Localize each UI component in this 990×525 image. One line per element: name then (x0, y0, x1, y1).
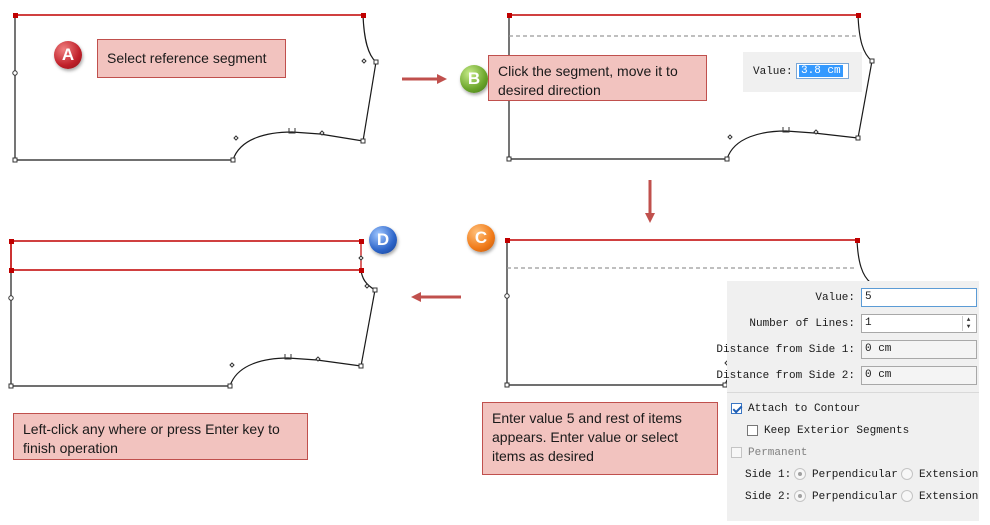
value-field-label: Value: (815, 292, 855, 304)
callout-step-a: Select reference segment (97, 39, 286, 78)
step-c-badge: C (467, 224, 495, 252)
step-b-badge: B (460, 65, 488, 93)
spin-down-icon: ▼ (966, 323, 971, 330)
side1-distance-label: Distance from Side 1: (716, 344, 855, 356)
side2-row-label: Side 2: (745, 491, 792, 503)
keep-exterior-segments-checkbox[interactable] (747, 425, 758, 436)
lines-field[interactable]: 1 ▲▼ (861, 314, 977, 333)
callout-step-c: Enter value 5 and rest of items appears.… (482, 402, 718, 475)
value-input[interactable]: 3.8 cm (796, 63, 849, 79)
keep-exterior-segments-label: Keep Exterior Segments (764, 425, 910, 437)
side2-distance-field[interactable]: 0 cm (861, 366, 977, 385)
attach-to-contour-label: Attach to Contour (748, 403, 861, 415)
permanent-checkbox[interactable] (731, 447, 742, 458)
callout-step-b: Click the segment, move it to desired di… (488, 55, 707, 101)
side2-perpendicular-radio[interactable] (794, 490, 806, 502)
side1-extension-radio[interactable] (901, 468, 913, 480)
side1-perpendicular-label: Perpendicular (812, 469, 898, 481)
side1-extension-label: Extension (919, 469, 979, 481)
pattern-piece-d (10, 240, 376, 387)
side1-distance-field[interactable]: 0 cm (861, 340, 977, 359)
properties-panel: Value: 5 Number of Lines: 1 ▲▼ Distance … (716, 281, 979, 521)
pattern-piece-a (14, 14, 377, 161)
value-field[interactable]: 5 (861, 288, 977, 307)
nodes-d (8, 239, 378, 389)
spin-up-icon: ▲ (966, 316, 971, 323)
side1-perpendicular-radio[interactable] (794, 468, 806, 480)
side2-extension-label: Extension (919, 491, 979, 503)
lines-spinner[interactable]: ▲▼ (962, 316, 974, 331)
side1-row-label: Side 1: (745, 469, 792, 481)
divider (727, 392, 979, 393)
side2-perpendicular-label: Perpendicular (812, 491, 898, 503)
side2-extension-radio[interactable] (901, 490, 913, 502)
value-label: Value: (753, 66, 793, 78)
attach-to-contour-checkbox[interactable] (731, 403, 742, 414)
permanent-label: Permanent (748, 447, 808, 459)
callout-step-d: Left-click any where or press Enter key … (13, 413, 308, 460)
lines-field-value: 1 (865, 317, 872, 329)
lines-field-label: Number of Lines: (749, 318, 855, 330)
value-input-text: 3.8 cm (799, 65, 843, 77)
side2-distance-label: Distance from Side 2: (716, 370, 855, 382)
value-panel: Value: 3.8 cm (743, 52, 862, 92)
step-a-badge: A (54, 41, 82, 69)
nodes-a (12, 13, 379, 163)
step-d-badge: D (369, 226, 397, 254)
